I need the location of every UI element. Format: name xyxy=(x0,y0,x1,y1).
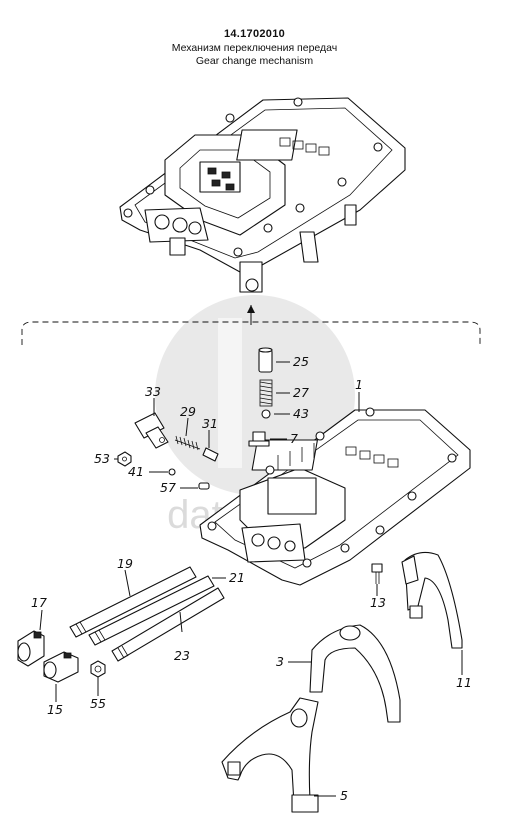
callout-29: 29 xyxy=(180,404,196,419)
callout-43: 43 xyxy=(293,406,309,421)
part-53-nut xyxy=(117,451,132,467)
part-27-spring xyxy=(259,379,273,407)
part-57-pin xyxy=(198,482,210,490)
callout-25: 25 xyxy=(293,354,309,369)
callout-15: 15 xyxy=(47,702,63,717)
callout-7: 7 xyxy=(290,431,298,446)
part-11-fork xyxy=(401,551,463,649)
part-17-head xyxy=(17,630,45,667)
callout-3: 3 xyxy=(276,654,284,669)
callout-27: 27 xyxy=(293,385,309,400)
callout-1: 1 xyxy=(355,377,363,392)
part-43-ball xyxy=(261,409,271,419)
callout-57: 57 xyxy=(160,480,176,495)
part-31-pin xyxy=(202,447,219,462)
callout-41: 41 xyxy=(128,464,144,479)
assembled-housing-illustration xyxy=(119,97,406,293)
explode-direction-arrow xyxy=(247,305,255,325)
callout-53: 53 xyxy=(94,451,110,466)
callout-31: 31 xyxy=(202,416,218,431)
part-3-fork xyxy=(309,624,401,723)
callout-19: 19 xyxy=(117,556,133,571)
callout-17: 17 xyxy=(31,595,47,610)
callout-55: 55 xyxy=(90,696,106,711)
callout-13: 13 xyxy=(370,595,386,610)
part-19-rod xyxy=(69,566,197,638)
part-33-plug xyxy=(134,412,169,449)
part-41-ball xyxy=(168,468,176,476)
leader-lines xyxy=(39,361,463,797)
part-55-nut xyxy=(90,660,106,678)
callout-21: 21 xyxy=(229,570,245,585)
part-1-housing xyxy=(199,407,471,586)
assembly-title-ru: Механизм переключения передач xyxy=(171,42,338,54)
callout-5: 5 xyxy=(340,788,348,803)
part-13-screw xyxy=(371,563,383,584)
callout-11: 11 xyxy=(456,675,472,690)
part-7-plug xyxy=(248,431,270,447)
assembly-title-en: Gear change mechanism xyxy=(195,55,314,67)
assembly-number: 14.1702010 xyxy=(223,28,286,40)
part-21-rod xyxy=(88,575,215,646)
part-25-sleeve xyxy=(258,347,273,373)
part-5-fork xyxy=(221,697,319,813)
part-29-spring xyxy=(174,435,201,451)
callout-33: 33 xyxy=(145,384,161,399)
part-15-head xyxy=(43,651,79,683)
part-23-rod xyxy=(111,587,225,662)
callout-23: 23 xyxy=(174,648,190,663)
